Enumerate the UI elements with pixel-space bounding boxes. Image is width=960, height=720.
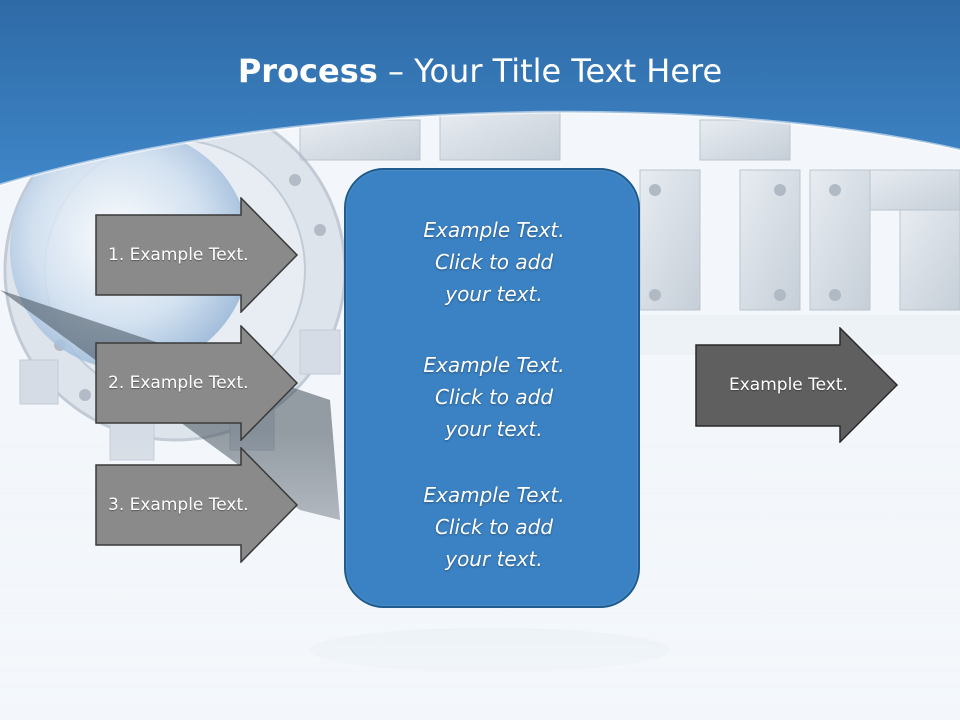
block-line: Click to add <box>434 515 554 539</box>
right-arrow-label: Example Text. <box>729 375 848 395</box>
left-arrow-2[interactable]: 2. Example Text. <box>95 325 299 441</box>
arrow-shape <box>95 197 299 313</box>
page-title: Process – Your Title Text Here <box>0 52 960 90</box>
header-band <box>0 0 960 185</box>
center-text-block-1[interactable]: Example Text. Click to add your text. <box>346 214 642 310</box>
right-arrow[interactable]: Example Text. <box>695 327 899 443</box>
left-arrow-1[interactable]: 1. Example Text. <box>95 197 299 313</box>
block-line: Example Text. <box>423 353 565 377</box>
left-arrow-3[interactable]: 3. Example Text. <box>95 447 299 563</box>
block-line: your text. <box>445 547 543 571</box>
block-line: Example Text. <box>423 218 565 242</box>
left-arrow-3-label: 3. Example Text. <box>108 495 249 515</box>
block-line: your text. <box>445 282 543 306</box>
arrow-shape <box>695 327 899 443</box>
center-text-block-3[interactable]: Example Text. Click to add your text. <box>346 479 642 575</box>
left-arrow-1-label: 1. Example Text. <box>108 245 249 265</box>
arrow-shape <box>95 447 299 563</box>
block-line: Example Text. <box>423 483 565 507</box>
title-bold: Process <box>237 52 378 90</box>
title-rest: – Your Title Text Here <box>377 52 723 90</box>
center-text-block-2[interactable]: Example Text. Click to add your text. <box>346 349 642 445</box>
block-line: your text. <box>445 417 543 441</box>
block-line: Click to add <box>434 385 554 409</box>
block-line: Click to add <box>434 250 554 274</box>
center-text-box[interactable]: Example Text. Click to add your text. Ex… <box>344 168 640 608</box>
arrow-shape <box>95 325 299 441</box>
left-arrow-2-label: 2. Example Text. <box>108 373 249 393</box>
metal-letters-graphic <box>299 109 960 355</box>
